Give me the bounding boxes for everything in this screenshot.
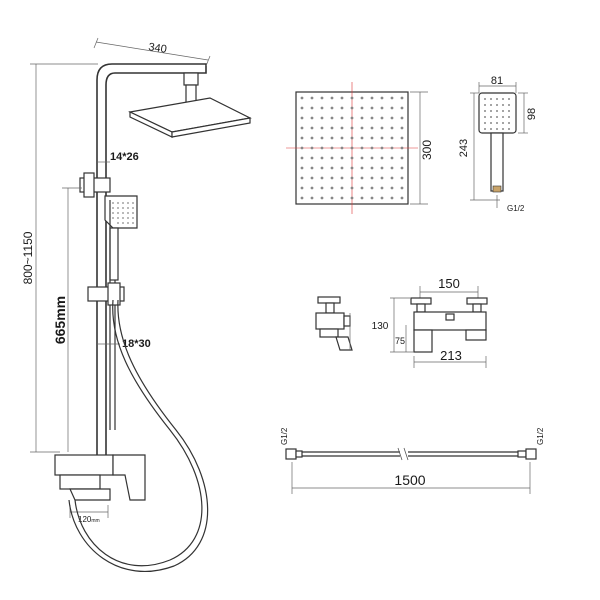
hose-drawing: G1/2 G1/2 1500 — [280, 427, 545, 494]
mixer-spout-height-label: 75 — [395, 336, 405, 346]
hand-shower-on-rail — [104, 195, 138, 229]
hand-shower-grip — [490, 132, 504, 192]
mixer-side-body — [315, 312, 345, 330]
pipe-upper-size-label: 14*26 — [110, 151, 139, 163]
column-hose — [74, 299, 203, 567]
hose-right-thread-label: G1/2 — [536, 427, 545, 445]
overhead-shower-top-view: 300 — [286, 82, 434, 214]
mixer-height-label: 130 — [372, 321, 389, 332]
pipe-lower-size-label: 18*30 — [122, 338, 151, 350]
mixer-right-handle — [466, 297, 488, 305]
mixer-side-view — [315, 296, 353, 351]
rail-length-label: 665mm — [52, 296, 68, 344]
hose-length-label: 1500 — [394, 472, 425, 488]
mixer-front-body — [413, 311, 487, 331]
hand-shower-drawing: 81 98 243 G1/2 — [458, 75, 538, 213]
hand-shower-nozzles — [484, 98, 510, 130]
hand-width-label: 81 — [491, 75, 503, 87]
arm-dimension-line — [95, 41, 209, 61]
mixer-center-label: 150 — [438, 276, 460, 291]
column-height-label: 800~1150 — [21, 231, 35, 284]
hose-left-nut — [285, 448, 297, 460]
mixer-left-handle — [410, 297, 432, 305]
mixer-side-spout — [335, 336, 353, 351]
column-spout — [69, 488, 111, 501]
hose-break-mark — [397, 447, 409, 461]
arm-width-label: 340 — [148, 41, 168, 56]
mixer-side-lever — [317, 296, 341, 304]
hand-head-height-label: 98 — [526, 108, 538, 120]
spout-depth-label: 120mm — [78, 515, 100, 524]
hose-right-nut — [525, 448, 537, 460]
mixer-width-label: 213 — [440, 348, 462, 363]
hand-shower-handle — [109, 227, 119, 281]
overhead-size-label: 300 — [420, 140, 434, 160]
hand-shower-thread — [492, 185, 502, 193]
hand-length-label: 243 — [458, 139, 470, 157]
mixer-front-spout — [413, 329, 433, 353]
overhead-head-top — [128, 97, 252, 133]
head-connector — [183, 72, 199, 86]
mixer-front-view: 150 130 75 213 — [372, 276, 488, 368]
column-mixer-body — [54, 454, 114, 476]
shower-column-drawing: 340 14*26 18*30 — [21, 37, 252, 572]
column-mixer-lever — [112, 454, 146, 501]
hand-thread-label: G1/2 — [507, 204, 525, 213]
shower-arm — [96, 63, 207, 86]
hose-left-thread-label: G1/2 — [280, 427, 289, 445]
overhead-nozzles — [300, 96, 404, 200]
